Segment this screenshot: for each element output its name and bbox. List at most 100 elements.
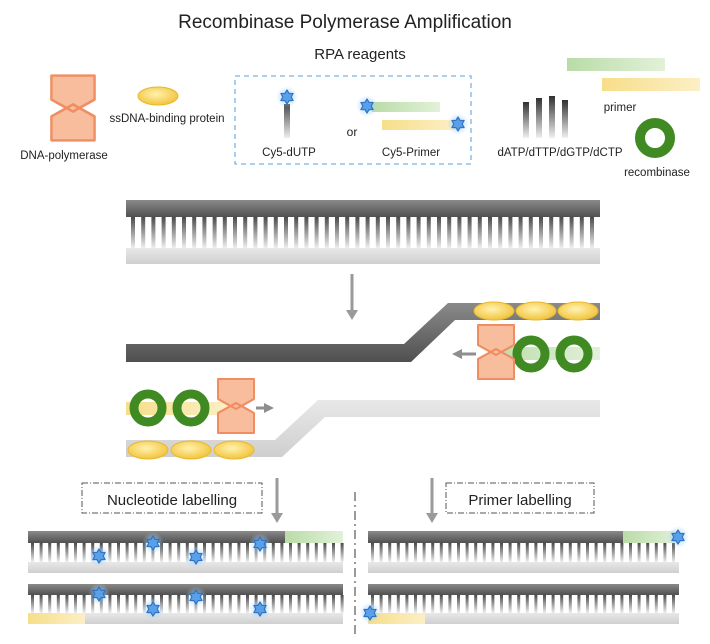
recombinase-protein — [555, 335, 593, 373]
dntp-icon — [562, 100, 568, 138]
recombinase-protein — [172, 389, 210, 427]
base-pair — [284, 217, 288, 248]
or-label: or — [347, 125, 358, 139]
reagents-heading: RPA reagents — [314, 46, 405, 63]
base-pair — [31, 543, 34, 562]
primer-product-1 — [368, 525, 690, 573]
base-pair — [465, 595, 469, 613]
base-pair — [228, 543, 232, 562]
dntp-icon — [523, 102, 529, 138]
base-pair — [185, 595, 189, 613]
base-pair — [203, 595, 206, 613]
base-pair — [340, 543, 344, 562]
base-pair — [439, 543, 443, 562]
cy5-primer-label: Cy5-Primer — [382, 147, 440, 159]
base-pair — [629, 543, 632, 562]
cy5-reagents-box — [234, 75, 472, 165]
base-pair — [431, 543, 435, 562]
base-pair — [422, 595, 426, 613]
base-pair — [168, 543, 172, 562]
base-pair — [151, 217, 156, 248]
base-pair — [500, 543, 503, 562]
base-pair — [48, 595, 52, 613]
base-pair — [663, 595, 667, 613]
base-pair — [108, 595, 112, 613]
ssdna-binding-protein-icon — [137, 86, 179, 106]
base-pair — [569, 217, 574, 248]
dsdna-template — [126, 200, 600, 264]
base-pair — [447, 217, 452, 248]
base-pair — [646, 543, 650, 562]
cy5-star-icon — [87, 544, 111, 568]
base-pair — [220, 595, 224, 613]
dna-polymerase-icon — [50, 74, 96, 142]
base-pair — [646, 595, 650, 613]
base-pair — [379, 543, 383, 562]
recombinase-protein — [512, 335, 550, 373]
cy5-star-icon — [446, 112, 470, 136]
base-pair — [192, 217, 197, 248]
base-pair — [654, 595, 658, 613]
cy5-star-icon — [248, 597, 272, 621]
base-pair — [603, 543, 607, 562]
dntp-icon — [549, 96, 555, 138]
base-pair — [457, 217, 462, 248]
cy5-star-icon — [355, 94, 379, 118]
base-pair — [168, 595, 172, 613]
cy5-star-icon — [275, 85, 299, 109]
cy5-star-icon — [87, 582, 111, 606]
base-pair — [289, 543, 292, 562]
base-pair — [457, 543, 460, 562]
base-pair — [539, 217, 543, 248]
base-pair — [273, 217, 278, 248]
primer-labelling-label: Primer labelling — [468, 492, 571, 509]
primer-green-icon — [567, 58, 665, 71]
base-pair — [637, 543, 641, 562]
ssb-protein — [515, 301, 557, 321]
base-pair — [182, 217, 186, 248]
extension-arrow-right-icon — [256, 403, 274, 413]
nucleotide-labelling-label: Nucleotide labelling — [107, 492, 237, 509]
base-pair — [577, 595, 581, 613]
base-pair — [560, 595, 564, 613]
base-pair — [611, 543, 615, 562]
ssb-protein — [127, 440, 169, 460]
page-title: Recombinase Polymerase Amplification — [178, 12, 512, 33]
nucleotide-product-1 — [28, 531, 344, 573]
base-pair — [560, 543, 564, 562]
base-pair — [416, 217, 421, 248]
cy5-star-icon — [358, 601, 382, 625]
base-pair — [508, 595, 512, 613]
base-pair — [543, 543, 546, 562]
base-pair — [491, 595, 495, 613]
base-pair — [211, 595, 215, 613]
base-pair — [500, 595, 503, 613]
base-pair — [323, 543, 327, 562]
base-pair — [74, 595, 77, 613]
base-pair — [211, 543, 215, 562]
base-pair — [405, 543, 409, 562]
base-pair — [220, 543, 224, 562]
base-pair — [543, 595, 546, 613]
base-pair — [551, 543, 555, 562]
base-pair — [332, 595, 335, 613]
cy5-primer-green-icon — [372, 102, 440, 112]
base-pair — [280, 543, 284, 562]
base-pair — [365, 217, 370, 248]
ssb-protein — [557, 301, 599, 321]
base-pair — [465, 543, 469, 562]
cy5-star-icon — [248, 532, 272, 556]
base-pair — [117, 595, 120, 613]
base-pair — [406, 217, 411, 248]
base-pair — [82, 595, 86, 613]
base-pair — [177, 543, 181, 562]
base-pair — [125, 543, 129, 562]
primer-yellow-icon — [602, 78, 700, 91]
ssb-protein — [170, 440, 212, 460]
base-pair — [654, 543, 658, 562]
base-pair — [611, 595, 615, 613]
base-pair — [335, 217, 339, 248]
base-pair — [672, 543, 675, 562]
base-pair — [491, 543, 495, 562]
